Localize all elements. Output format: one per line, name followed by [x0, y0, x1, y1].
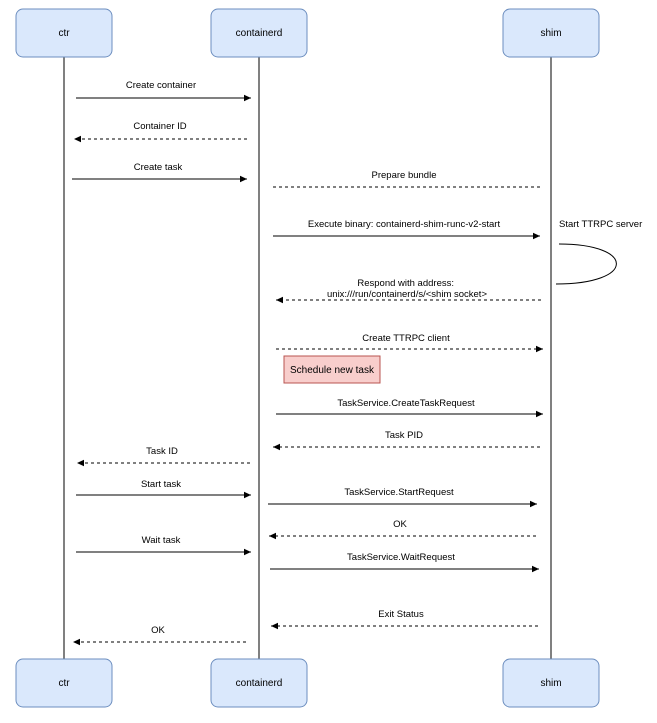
message-create-ttrpc-client: Create TTRPC client [276, 333, 543, 353]
message-execute-binary-label: Execute binary: containerd-shim-runc-v2-… [308, 219, 501, 230]
message-prepare-bundle: Prepare bundle [273, 170, 540, 188]
actor-top-shim[interactable]: shim [502, 8, 600, 58]
actor-top-ctr[interactable]: ctr [15, 8, 113, 58]
message-ok-containerd: OK [73, 625, 246, 646]
message-container-id: Container ID [74, 121, 247, 143]
message-start-task: Start task [76, 479, 251, 499]
note-schedule-new-task[interactable]: Schedule new task [283, 355, 381, 384]
message-respond-with-address: Respond with address: unix:///run/contai… [276, 278, 541, 304]
message-ok-shim-label: OK [393, 519, 407, 530]
message-task-id: Task ID [77, 446, 250, 467]
message-create-task-request-label: TaskService.CreateTaskRequest [337, 398, 475, 409]
message-task-id-label: Task ID [146, 446, 178, 457]
actor-top-containerd[interactable]: containerd [210, 8, 308, 58]
message-exit-status-label: Exit Status [378, 609, 424, 620]
self-message-start-ttrpc-server: Start TTRPC server [555, 219, 642, 285]
message-create-container-label: Create container [126, 80, 196, 91]
actor-bottom-containerd-label: containerd [236, 678, 283, 689]
self-message-start-ttrpc-server-label: Start TTRPC server [559, 219, 642, 230]
actor-top-containerd-label: containerd [236, 28, 283, 39]
message-start-request-label: TaskService.StartRequest [344, 487, 454, 498]
message-respond-with-address-label-line-2: unix:///run/containerd/s/<shim socket> [327, 289, 487, 300]
message-ok-containerd-label: OK [151, 625, 165, 636]
actor-bottom-ctr[interactable]: ctr [15, 658, 113, 708]
actor-top-shim-label: shim [540, 28, 561, 39]
message-ok-shim: OK [269, 519, 536, 540]
message-wait-task: Wait task [76, 535, 251, 556]
message-start-request: TaskService.StartRequest [268, 487, 537, 508]
message-prepare-bundle-label: Prepare bundle [372, 170, 437, 181]
message-create-ttrpc-client-label: Create TTRPC client [362, 333, 450, 344]
message-respond-with-address-label-line-1: Respond with address: [357, 278, 454, 289]
actor-bottom-shim-label: shim [540, 678, 561, 689]
message-container-id-label: Container ID [133, 121, 186, 132]
actor-bottom-containerd[interactable]: containerd [210, 658, 308, 708]
message-wait-request: TaskService.WaitRequest [270, 552, 539, 573]
note-schedule-new-task-label: Schedule new task [290, 365, 375, 376]
actor-bottom-shim[interactable]: shim [502, 658, 600, 708]
actor-top-ctr-label: ctr [58, 28, 70, 39]
message-create-task-request: TaskService.CreateTaskRequest [276, 398, 543, 418]
message-task-pid: Task PID [273, 430, 540, 451]
message-create-task-label: Create task [134, 162, 183, 173]
message-respond-with-address-label: Respond with address: unix:///run/contai… [327, 278, 487, 300]
message-create-container: Create container [76, 80, 251, 102]
actor-bottom-ctr-label: ctr [58, 678, 70, 689]
message-exit-status: Exit Status [271, 609, 538, 630]
message-task-pid-label: Task PID [385, 430, 423, 441]
message-execute-binary: Execute binary: containerd-shim-runc-v2-… [273, 219, 540, 240]
message-start-task-label: Start task [141, 479, 181, 490]
message-wait-request-label: TaskService.WaitRequest [347, 552, 455, 563]
message-create-task: Create task [72, 162, 247, 183]
message-wait-task-label: Wait task [142, 535, 181, 546]
